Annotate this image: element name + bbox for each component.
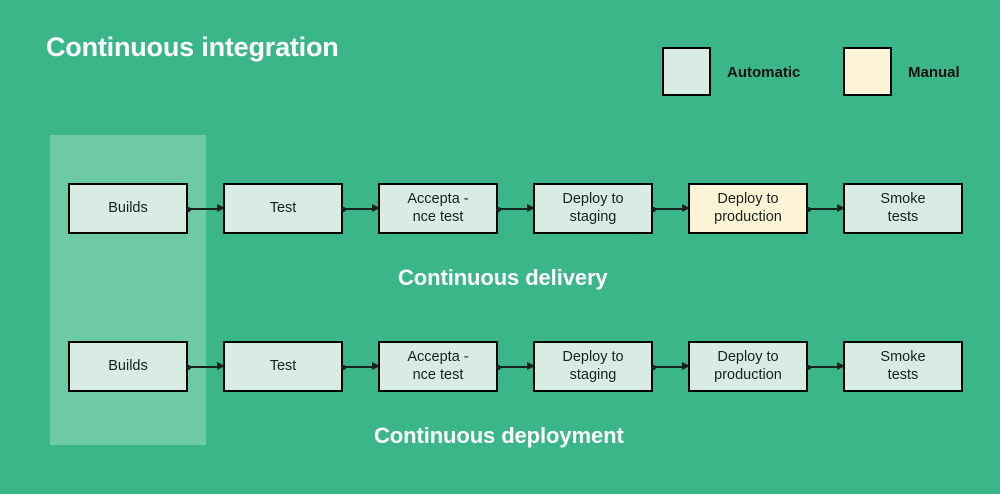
section-label-continuous-delivery: Continuous delivery xyxy=(398,265,608,290)
section-label-continuous-deployment: Continuous deployment xyxy=(374,423,624,448)
connector-line xyxy=(653,207,682,210)
connector-row1-3 xyxy=(496,204,535,213)
connector-line xyxy=(808,207,837,210)
node-deploy-to-production-row1[interactable]: Deploy to production xyxy=(688,183,808,234)
connector-row2-2 xyxy=(341,362,380,371)
legend-swatch-manual xyxy=(843,47,892,96)
arrowhead-icon xyxy=(837,204,845,212)
connector-line xyxy=(188,365,217,368)
connector-line xyxy=(343,365,372,368)
connector-line xyxy=(343,207,372,210)
connector-row1-5 xyxy=(806,204,845,213)
connector-line xyxy=(498,207,527,210)
legend-label-manual: Manual xyxy=(908,64,960,81)
arrowhead-icon xyxy=(527,204,535,212)
connector-row1-1 xyxy=(186,204,225,213)
node-builds-row1[interactable]: Builds xyxy=(68,183,188,234)
arrowhead-icon xyxy=(682,362,690,370)
node-deploy-to-production-row2[interactable]: Deploy to production xyxy=(688,341,808,392)
node-acceptance-test-row1[interactable]: Accepta - nce test xyxy=(378,183,498,234)
arrowhead-icon xyxy=(682,204,690,212)
legend-swatch-automatic xyxy=(662,47,711,96)
arrowhead-icon xyxy=(217,362,225,370)
arrowhead-icon xyxy=(372,204,380,212)
legend-label-automatic: Automatic xyxy=(727,64,801,81)
arrowhead-icon xyxy=(527,362,535,370)
page-title: Continuous integration xyxy=(46,32,339,62)
connector-line xyxy=(653,365,682,368)
node-builds-row2[interactable]: Builds xyxy=(68,341,188,392)
node-smoke-tests-row2[interactable]: Smoke tests xyxy=(843,341,963,392)
connector-row2-5 xyxy=(806,362,845,371)
node-smoke-tests-row1[interactable]: Smoke tests xyxy=(843,183,963,234)
connector-row1-4 xyxy=(651,204,690,213)
node-acceptance-test-row2[interactable]: Accepta - nce test xyxy=(378,341,498,392)
arrowhead-icon xyxy=(837,362,845,370)
connector-line xyxy=(188,207,217,210)
node-test-row2[interactable]: Test xyxy=(223,341,343,392)
connector-line xyxy=(808,365,837,368)
node-test-row1[interactable]: Test xyxy=(223,183,343,234)
connector-row2-1 xyxy=(186,362,225,371)
node-deploy-to-staging-row2[interactable]: Deploy to staging xyxy=(533,341,653,392)
node-deploy-to-staging-row1[interactable]: Deploy to staging xyxy=(533,183,653,234)
arrowhead-icon xyxy=(217,204,225,212)
connector-row2-4 xyxy=(651,362,690,371)
arrowhead-icon xyxy=(372,362,380,370)
connector-line xyxy=(498,365,527,368)
connector-row1-2 xyxy=(341,204,380,213)
connector-row2-3 xyxy=(496,362,535,371)
continuous-integration-band xyxy=(50,135,206,445)
